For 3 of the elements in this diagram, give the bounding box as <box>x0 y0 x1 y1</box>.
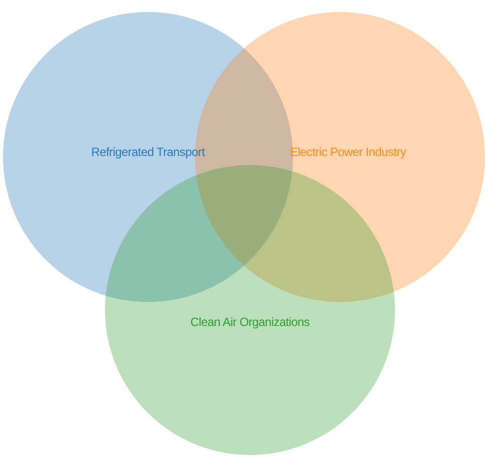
set-label: Refrigerated Transport <box>91 145 205 159</box>
set-label: Electric Power Industry <box>290 145 406 159</box>
set-label: Clean Air Organizations <box>190 315 310 329</box>
